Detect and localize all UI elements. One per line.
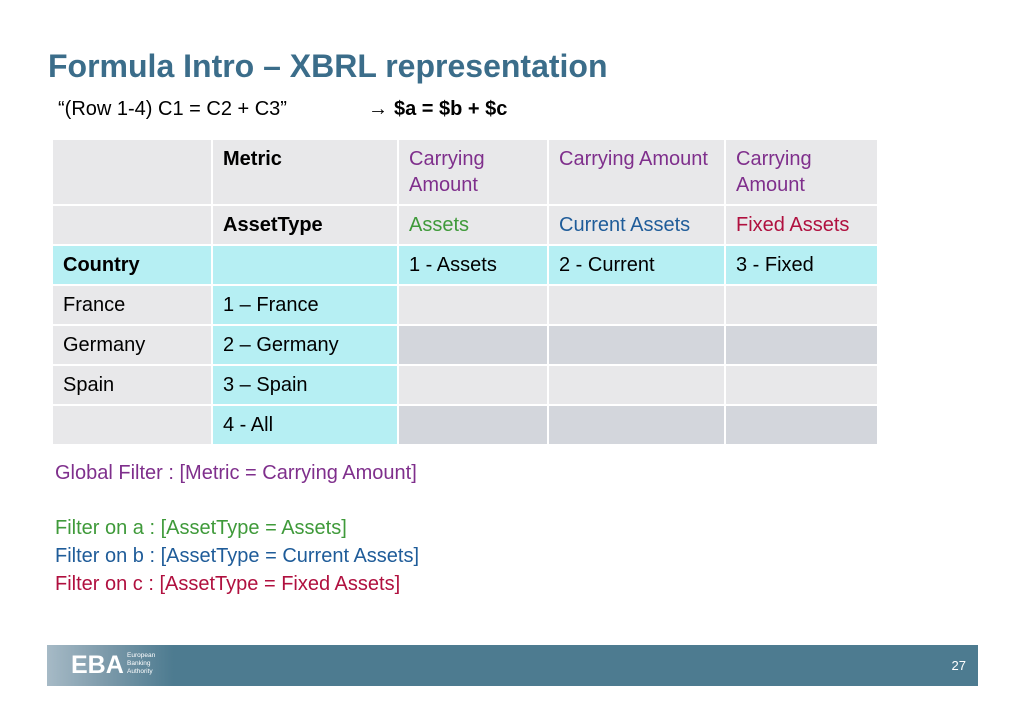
slide-title: Formula Intro – XBRL representation (48, 48, 608, 84)
page-number: 27 (951, 658, 966, 673)
table-row: France 1 – France (51, 284, 879, 326)
value-cell (724, 404, 879, 446)
metric-c2: Carrying Amount (547, 138, 726, 206)
header-row-country: Country 1 - Assets 2 - Current 3 - Fixed (51, 244, 879, 286)
row-code-cell: 4 - All (211, 404, 399, 446)
subtitle-expression: “(Row 1-4) C1 = C2 + C3” (58, 98, 287, 120)
table-row: 4 - All (51, 404, 879, 446)
value-cell (547, 404, 726, 446)
value-cell (547, 324, 726, 366)
xbrl-table: Metric Carrying Amount Carrying Amount C… (51, 138, 879, 446)
country-label: Country (51, 244, 213, 286)
value-cell (547, 364, 726, 406)
column-code-c2: 2 - Current (547, 244, 726, 286)
metric-c3: Carrying Amount (724, 138, 879, 206)
assettype-c1: Assets (397, 204, 549, 246)
subtitle-formula: $a = $b + $c (394, 98, 508, 120)
value-cell (724, 324, 879, 366)
header-row-metric: Metric Carrying Amount Carrying Amount C… (51, 138, 879, 206)
header-cell (51, 138, 213, 206)
footer-bar: EBA European Banking Authority 27 (47, 645, 978, 686)
assettype-c3: Fixed Assets (724, 204, 879, 246)
eba-logo: EBA European Banking Authority (47, 645, 173, 686)
value-cell (397, 284, 549, 326)
logo-line: European (127, 652, 156, 659)
global-filter: Global Filter : [Metric = Carrying Amoun… (55, 462, 417, 484)
value-cell (397, 364, 549, 406)
filter-a: Filter on a : [AssetType = Assets] (55, 517, 347, 539)
country-cell: Germany (51, 324, 213, 366)
column-code-c3: 3 - Fixed (724, 244, 879, 286)
value-cell (397, 324, 549, 366)
row-code-cell: 2 – Germany (211, 324, 399, 366)
filter-b: Filter on b : [AssetType = Current Asset… (55, 545, 420, 567)
table-row: Spain 3 – Spain (51, 364, 879, 406)
row-code-cell: 3 – Spain (211, 364, 399, 406)
country-cell: France (51, 284, 213, 326)
value-cell (724, 284, 879, 326)
header-row-assettype: AssetType Assets Current Assets Fixed As… (51, 204, 879, 246)
metric-label: Metric (211, 138, 399, 206)
header-cell (211, 244, 399, 286)
right-arrow-icon: → (368, 98, 388, 120)
header-cell (51, 204, 213, 246)
value-cell (547, 284, 726, 326)
assettype-c2: Current Assets (547, 204, 726, 246)
country-cell: Spain (51, 364, 213, 406)
filter-c: Filter on c : [AssetType = Fixed Assets] (55, 573, 401, 595)
assettype-label: AssetType (211, 204, 399, 246)
column-code-c1: 1 - Assets (397, 244, 549, 286)
metric-c1: Carrying Amount (397, 138, 549, 206)
value-cell (397, 404, 549, 446)
row-code-cell: 1 – France (211, 284, 399, 326)
table-row: Germany 2 – Germany (51, 324, 879, 366)
logo-line: Authority (127, 668, 153, 675)
country-cell (51, 404, 213, 446)
logo-line: Banking (127, 660, 151, 667)
subtitle: “(Row 1-4) C1 = C2 + C3” → $a = $b + $c (58, 98, 507, 121)
value-cell (724, 364, 879, 406)
eba-logo-mark: EBA (71, 651, 124, 679)
eba-logo-text: European Banking Authority (127, 652, 155, 676)
